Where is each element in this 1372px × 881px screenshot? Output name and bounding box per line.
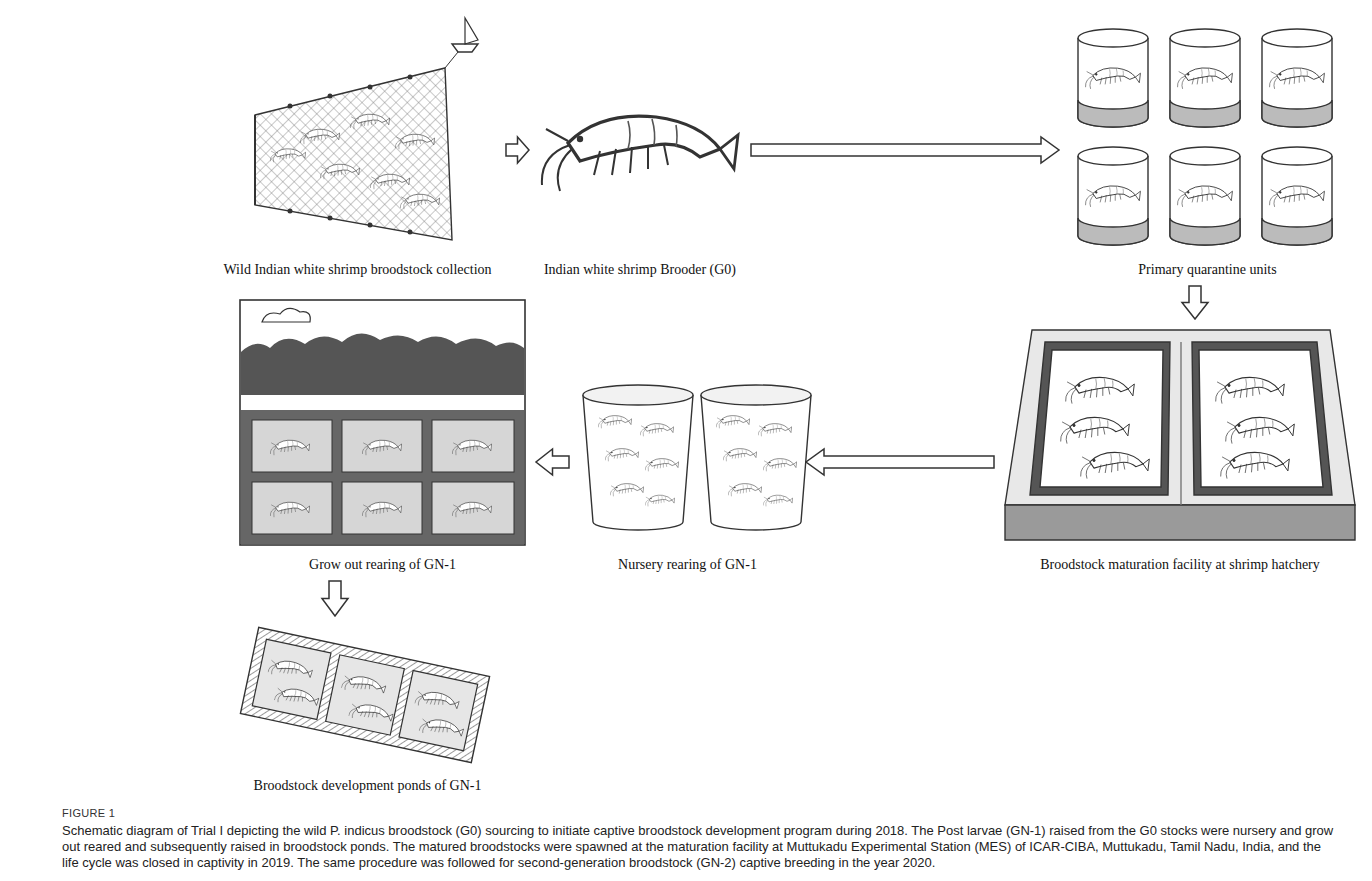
stage-node: Broodstock maturation facility at shrimp… <box>1000 325 1360 575</box>
flow-arrow <box>322 581 348 616</box>
flow-arrow <box>536 449 569 475</box>
stage-label: Nursery rearing of GN-1 <box>618 556 757 573</box>
figure-caption: Schematic diagram of Trial I depicting t… <box>62 823 1334 871</box>
figure-number: FIGURE 1 <box>62 806 1334 820</box>
stage-label: Indian white shrimp Brooder (G0) <box>544 261 736 278</box>
flow-arrow <box>506 137 529 163</box>
stage-node: Broodstock development ponds of GN-1 <box>235 622 500 796</box>
stage-node: Primary quarantine units <box>1065 22 1350 280</box>
flow-arrow <box>1182 286 1208 319</box>
brooder-shrimp <box>542 116 738 191</box>
broodstock-ponds <box>240 627 489 762</box>
stage-node: Grow out rearing of GN-1 <box>235 295 530 575</box>
stage-label: Broodstock maturation facility at shrimp… <box>1040 556 1320 573</box>
stage-label: Broodstock development ponds of GN-1 <box>254 777 482 794</box>
stage-label: Primary quarantine units <box>1138 261 1276 278</box>
stage-node: Nursery rearing of GN-1 <box>575 380 800 575</box>
flow-arrow <box>806 449 994 475</box>
trawl-net <box>255 18 478 240</box>
stage-label: Grow out rearing of GN-1 <box>309 556 456 573</box>
stage-node: Indian white shrimp Brooder (G0) <box>535 60 745 280</box>
flow-arrow <box>751 137 1059 163</box>
quarantine-tanks <box>1078 29 1332 245</box>
stage-label: Wild Indian white shrimp broodstock coll… <box>223 261 491 278</box>
caption-block: FIGURE 1 Schematic diagram of Trial I dep… <box>62 806 1334 871</box>
maturation-facility <box>1005 330 1355 540</box>
grow-out-ponds <box>240 300 525 545</box>
stage-node: Wild Indian white shrimp broodstock coll… <box>215 22 500 280</box>
nursery-tanks <box>583 385 811 530</box>
